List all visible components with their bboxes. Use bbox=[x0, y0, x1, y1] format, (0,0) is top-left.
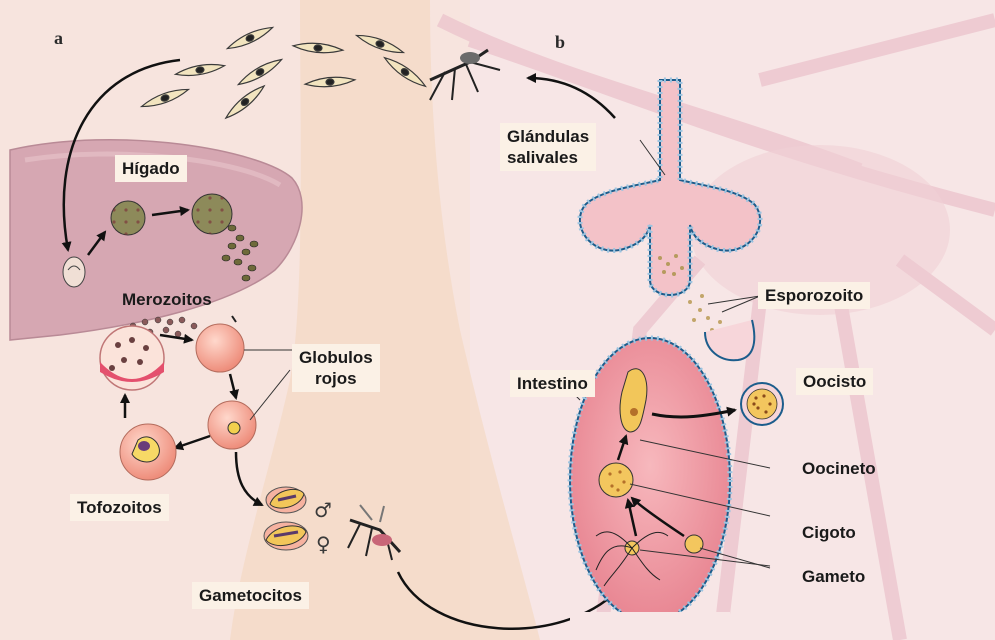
label-higado: Hígado bbox=[115, 155, 187, 182]
label-oocisto: Oocisto bbox=[796, 368, 873, 395]
liver-entry-cell bbox=[63, 257, 85, 287]
label-oocineto: Oocineto bbox=[802, 458, 876, 479]
label-globulos-line1: Globulos bbox=[299, 347, 373, 368]
label-glandulas-line2: salivales bbox=[507, 147, 589, 168]
rbc-ring-stage bbox=[208, 401, 256, 449]
panel-label-a: a bbox=[54, 28, 63, 49]
label-gameto: Gameto bbox=[802, 566, 865, 587]
male-symbol: ♂ bbox=[314, 498, 332, 522]
label-glandulas-salivales: Glándulas salivales bbox=[500, 123, 596, 171]
label-merozoitos: Merozoitos bbox=[122, 289, 212, 310]
label-globulos-line2: rojos bbox=[299, 368, 373, 389]
label-tofozoitos: Tofozoitos bbox=[70, 494, 169, 521]
label-cigoto: Cigoto bbox=[802, 522, 856, 543]
gamete-female bbox=[685, 535, 703, 553]
label-gametocitos: Gametocitos bbox=[192, 582, 309, 609]
label-esporozoito: Esporozoito bbox=[758, 282, 870, 309]
label-globulos-rojos: Globulos rojos bbox=[292, 344, 380, 392]
gametocyte-female bbox=[264, 522, 308, 550]
oocyst bbox=[741, 383, 783, 425]
gametocyte-male bbox=[266, 487, 306, 513]
hepatocyte-early bbox=[111, 201, 145, 235]
label-glandulas-line1: Glándulas bbox=[507, 126, 589, 147]
rbc-trophozoite bbox=[120, 424, 176, 480]
panel-label-b: b bbox=[555, 32, 565, 53]
rbc-ruptured bbox=[100, 326, 164, 390]
label-intestino: Intestino bbox=[510, 370, 595, 397]
female-symbol: ♀ bbox=[316, 532, 331, 556]
zygote bbox=[599, 463, 633, 497]
